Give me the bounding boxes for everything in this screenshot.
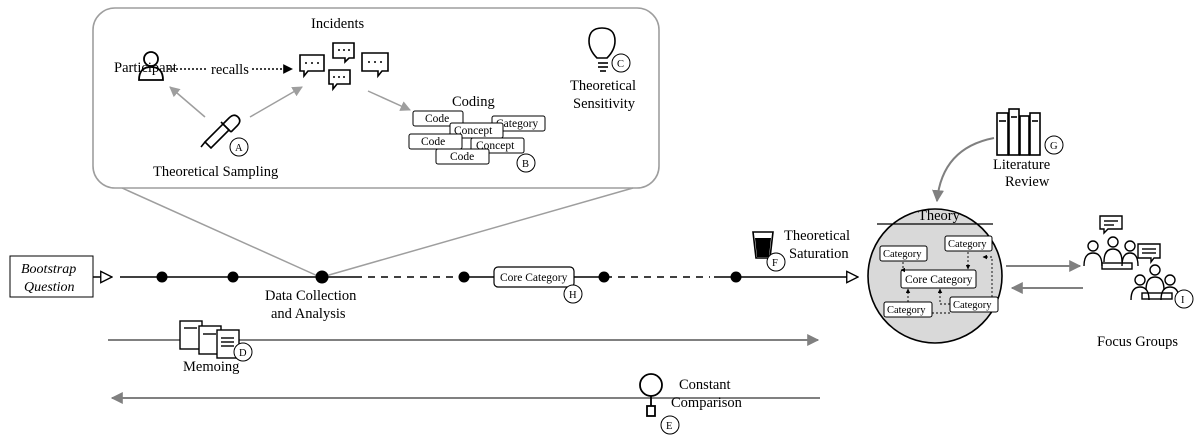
sampling-to-incidents-arrow: [249, 86, 303, 118]
concept-box-1-text: Concept: [454, 125, 493, 137]
data-collection-line2: and Analysis: [271, 306, 346, 322]
literature-to-theory-arrow: [932, 137, 995, 203]
theory-cat-bottom-left-text: Category: [887, 305, 926, 316]
literature-line1: Literature: [993, 157, 1050, 173]
saturation-line1: Theoretical: [784, 228, 850, 244]
theoretical-sensitivity-line2: Sensitivity: [573, 96, 636, 112]
focus-groups-label: Focus Groups: [1097, 334, 1178, 350]
theory-core-box: [900, 269, 977, 289]
bootstrap-line2: Question: [24, 280, 75, 295]
code-box-2-text: Code: [421, 136, 445, 148]
theory-cat-top-right: [944, 235, 993, 252]
svg-text:C: C: [617, 59, 624, 70]
bootstrap-line1: Bootstrap: [21, 262, 76, 277]
marker-a: A: [229, 137, 249, 157]
data-collection-line1: Data Collection: [265, 288, 357, 304]
theory-core-text: Core Category: [905, 274, 973, 286]
theoretical-sampling-label: Theoretical Sampling: [153, 164, 278, 180]
svg-text:E: E: [666, 421, 672, 432]
core-category-box: [493, 266, 575, 288]
theory-cat-top-left: [879, 245, 928, 262]
marker-e: E: [660, 415, 680, 435]
magnifier-icon: [639, 373, 663, 417]
timeline-node-2: [227, 271, 239, 283]
marker-c: C: [611, 53, 631, 73]
svg-text:D: D: [239, 348, 247, 359]
pipette-icon: [200, 114, 241, 150]
marker-d: D: [233, 342, 253, 362]
code-box-3: [435, 148, 490, 165]
books-icon: [996, 108, 1041, 156]
svg-text:I: I: [1181, 295, 1185, 306]
constant-comparison-line2: Comparison: [671, 395, 743, 411]
marker-i: I: [1174, 289, 1194, 309]
memoing-label: Memoing: [183, 359, 239, 375]
sampling-to-participant-arrow: [169, 86, 206, 118]
focus-group-icon: [1083, 215, 1180, 301]
recalls-label: recalls: [211, 62, 249, 78]
code-box-1: [412, 110, 464, 127]
theory-title: Theory: [918, 208, 961, 224]
theory-dotted-links: [900, 252, 993, 314]
core-category-label: Core Category: [500, 272, 568, 284]
incidents-label: Incidents: [311, 16, 365, 32]
timeline-node-1: [156, 271, 168, 283]
coding-label: Coding: [452, 94, 495, 110]
marker-f: F: [766, 252, 786, 272]
svg-text:A: A: [235, 143, 243, 154]
sampling-panel: [92, 7, 660, 189]
marker-g: G: [1044, 135, 1064, 155]
theoretical-sensitivity-line1: Theoretical: [570, 78, 636, 94]
panel-connector-left: [121, 187, 321, 278]
saturation-line2: Saturation: [789, 246, 849, 262]
code-box-3-text: Code: [450, 151, 474, 163]
theory-cat-bottom-right: [949, 296, 999, 313]
timeline-node-4: [458, 271, 470, 283]
lightbulb-icon: [588, 27, 616, 72]
timeline-node-5: [598, 271, 610, 283]
glass-icon: [752, 231, 774, 259]
marker-b: B: [516, 153, 536, 173]
marker-h: H: [563, 284, 583, 304]
theory-cat-top-right-text: Category: [948, 239, 987, 250]
theory-cat-bottom-right-text: Category: [953, 300, 992, 311]
bootstrap-question-box: [9, 255, 94, 298]
svg-text:F: F: [772, 258, 778, 269]
literature-line2: Review: [1005, 174, 1050, 190]
svg-text:B: B: [522, 159, 529, 170]
incidents-to-coding-arrow: [367, 90, 411, 111]
svg-text:H: H: [569, 290, 577, 301]
timeline-node-3: [315, 270, 329, 284]
timeline-node-6: [730, 271, 742, 283]
category-box-text: Category: [496, 118, 538, 130]
speech-bubbles-icon: [299, 42, 389, 92]
svg-text:G: G: [1050, 141, 1058, 152]
code-box-2: [408, 133, 463, 150]
theory-cat-top-left-text: Category: [883, 249, 922, 260]
person-icon: [138, 51, 164, 81]
coding-boxes: Code Category Concept Code Concept Code: [408, 110, 546, 165]
panel-connector-right: [321, 187, 634, 278]
constant-comparison-line1: Constant: [679, 377, 731, 393]
bubble-dots: [305, 49, 382, 78]
documents-icon: [179, 320, 240, 359]
code-box-1-text: Code: [425, 113, 449, 125]
